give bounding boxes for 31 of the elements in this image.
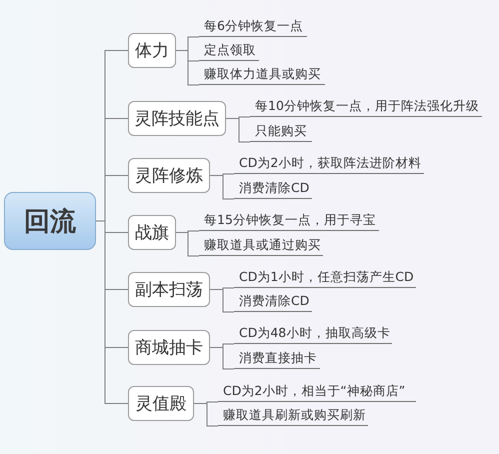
- subtopic-text: 每10分钟恢复一点，用于阵法强化升级: [250, 97, 482, 117]
- subtopic-text: 赚取道具刷新或购买刷新: [218, 406, 368, 426]
- connector-line: [176, 50, 200, 86]
- connector-line: [210, 175, 234, 200]
- topic-box: 灵值殿: [128, 386, 194, 421]
- topic-box: 灵阵修炼: [128, 158, 210, 193]
- topic-box: 体力: [128, 33, 176, 68]
- subtopic-text: CD为1小时，任意扫荡产生CD: [234, 268, 416, 288]
- topic-box: 商城抽卡: [128, 330, 210, 365]
- connector-line: [226, 118, 250, 142]
- subtopic-text: 赚取体力道具或购买: [199, 65, 325, 85]
- connector-line: [210, 289, 234, 312]
- subtopic-text: 消费直接抽卡: [234, 349, 320, 369]
- subtopic-text: 每6分钟恢复一点: [199, 17, 307, 37]
- subtopic-text: CD为2小时，相当于“神秘商店”: [218, 382, 416, 402]
- subtopic-text: 定点领取: [199, 41, 259, 61]
- subtopic-text: 每15分钟恢复一点，用于寻宝: [199, 211, 379, 231]
- subtopic-text: 消费清除CD: [234, 292, 312, 312]
- topic-box: 战旗: [128, 215, 176, 250]
- connector-line: [194, 403, 218, 426]
- topic-box: 灵阵技能点: [128, 101, 226, 136]
- subtopic-text: CD为48小时，抽取高级卡: [234, 324, 392, 344]
- subtopic-text: 赚取道具或通过购买: [199, 236, 323, 256]
- connector-line: [210, 347, 234, 370]
- topic-box: 副本扫荡: [128, 272, 210, 307]
- subtopic-text: 消费清除CD: [234, 179, 312, 199]
- root-topic: 回流: [4, 192, 96, 250]
- subtopic-text: 只能购买: [250, 122, 312, 142]
- subtopic-text: CD为2小时，获取阵法进阶材料: [234, 154, 424, 174]
- connector-line: [176, 232, 200, 256]
- connector-line: [96, 220, 128, 404]
